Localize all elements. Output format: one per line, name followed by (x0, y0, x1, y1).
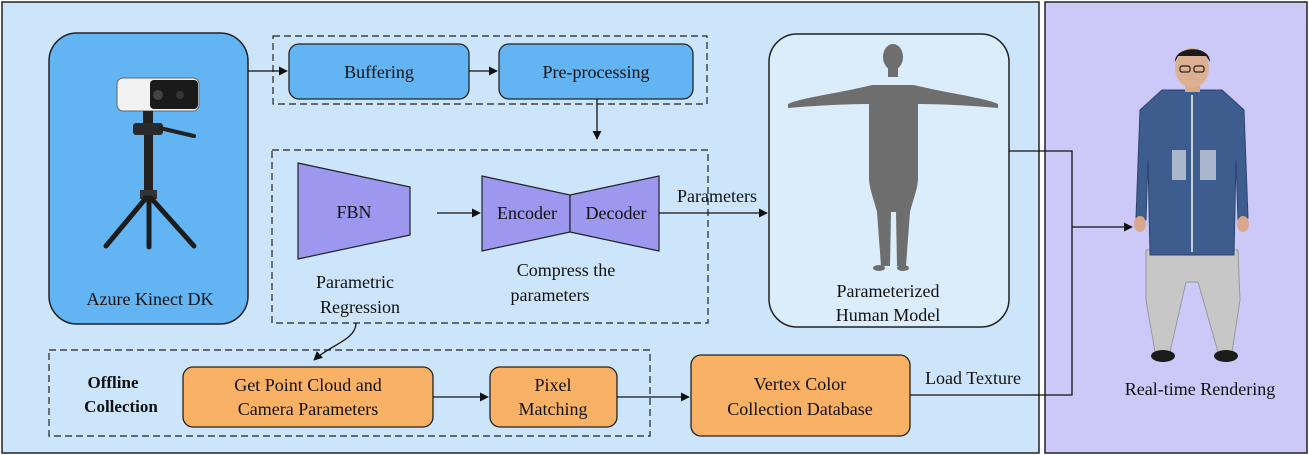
edge-label-load-texture: Load Texture (925, 368, 1021, 388)
offline-caption-line2: Collection (84, 397, 158, 416)
get-point-cloud-label-line1: Get Point Cloud and (234, 375, 382, 395)
human-model-label-line2: Human Model (836, 305, 940, 325)
compress-caption-line2: parameters (511, 285, 590, 305)
regression-group (271, 149, 709, 324)
regression-caption-line2: Regression (320, 297, 400, 317)
offline-collection-group (48, 349, 651, 437)
vertex-db-label-line1: Vertex Color (754, 374, 846, 394)
human-model-label-line1: Parameterized (837, 281, 940, 301)
preprocessing-box (498, 43, 694, 100)
regression-caption-line1: Parametric (316, 272, 394, 292)
offline-caption-line1: Offline (88, 373, 139, 392)
human-model-figure (788, 44, 998, 271)
edge-vertexdb-merge (910, 227, 1073, 396)
edge-regression-offline (313, 322, 357, 361)
vertex-db-label-line2: Collection Database (727, 399, 872, 419)
fbn-label: FBN (336, 202, 371, 222)
rendering-label: Real-time Rendering (1125, 379, 1275, 399)
buffering-label: Buffering (344, 62, 414, 82)
edge-label-parameters: Parameters (677, 186, 757, 206)
get-point-cloud-label-line2: Camera Parameters (238, 399, 378, 419)
pixel-matching-label-line1: Pixel (534, 375, 571, 395)
rendered-person-figure (1134, 48, 1249, 362)
edge-human-model-merge (1009, 150, 1073, 227)
kinect-label: Azure Kinect DK (87, 289, 214, 309)
preprocess-group (272, 35, 708, 105)
decoder-shape (569, 175, 660, 252)
camera-tripod-icon (103, 77, 200, 250)
compress-caption-line1: Compress the (517, 260, 616, 280)
decoder-label: Decoder (586, 203, 647, 223)
vertex-db-box (690, 354, 911, 437)
preprocessing-label: Pre-processing (543, 62, 650, 82)
pixel-matching-label-line2: Matching (519, 399, 588, 419)
encoder-label: Encoder (497, 203, 557, 223)
fbn-shape (297, 162, 411, 260)
